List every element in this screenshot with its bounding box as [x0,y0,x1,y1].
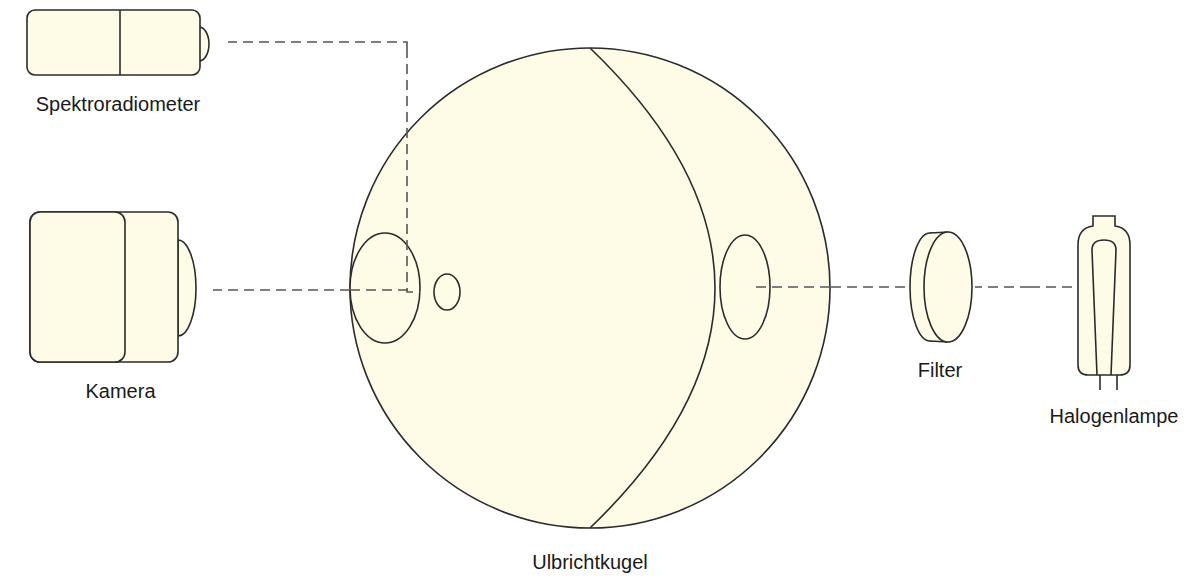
sphere-node: Ulbrichtkugel [350,48,830,576]
camera-front [30,212,125,362]
spectroradiometer-body [27,10,200,75]
beam-connector [975,286,1030,288]
lamp-pin [1116,375,1118,390]
filter-front [924,232,972,342]
camera-lens [178,240,196,336]
filter-node: Filter [905,228,975,384]
spectroradiometer-node: Spektroradiometer [8,8,228,118]
device-label: Filter [918,358,962,382]
beam-connector [228,42,407,48]
camera-node: Kamera [28,210,213,405]
device-label: Spektroradiometer [36,92,201,116]
lamp-bulb [1078,216,1130,375]
device-label: Ulbrichtkugel [532,550,648,574]
beam-line [407,48,420,292]
lamp-pin [1099,375,1101,390]
lamp-filament [1092,240,1116,375]
beam-connector [213,289,350,291]
camera-body [30,212,178,362]
lamp-node: Halogenlampe [1030,212,1198,430]
beam-connector [830,286,905,288]
beam-line [350,289,410,291]
device-label: Halogenlampe [1050,404,1179,428]
spectroradiometer-divider [119,10,121,75]
sphere-port [350,233,420,343]
beam-line [1030,286,1076,288]
device-label: Kamera [85,379,155,403]
sphere-small-port [434,274,460,310]
beam-line [750,286,830,288]
sphere-meridian [590,48,715,528]
sphere [350,48,830,528]
